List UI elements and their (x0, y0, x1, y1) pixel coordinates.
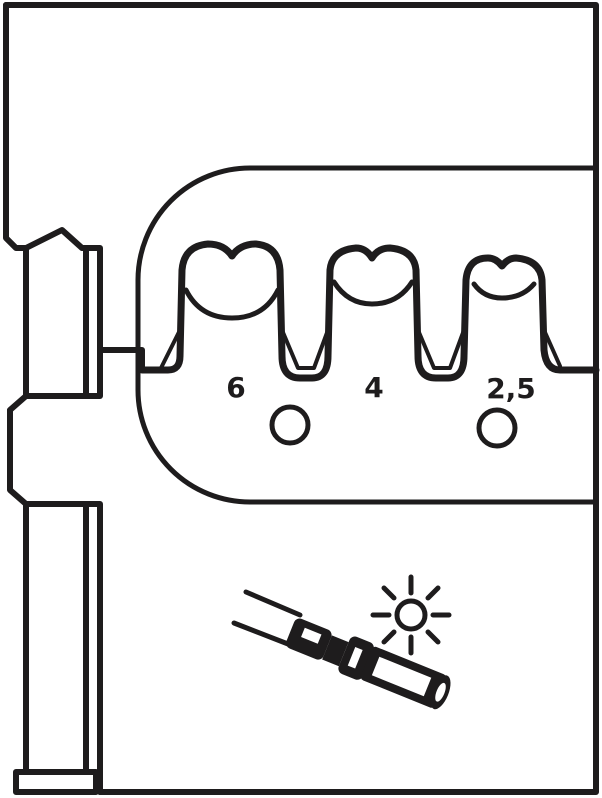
profile-label-4: 4 (364, 371, 383, 404)
marker-circle-6 (269, 404, 311, 446)
profile-label-2-5: 2,5 (486, 372, 536, 405)
marker-circles (269, 404, 518, 449)
contact-pin-icon (231, 589, 451, 710)
profile-label-6: 6 (226, 371, 245, 404)
profile-labels: 6 4 2,5 (226, 371, 536, 405)
marker-circle-2-5 (476, 407, 518, 449)
sun-icon (370, 574, 452, 656)
die-body-outline (3, 2, 599, 795)
die-plate (135, 165, 599, 505)
crimp-profile-contour (138, 240, 600, 382)
